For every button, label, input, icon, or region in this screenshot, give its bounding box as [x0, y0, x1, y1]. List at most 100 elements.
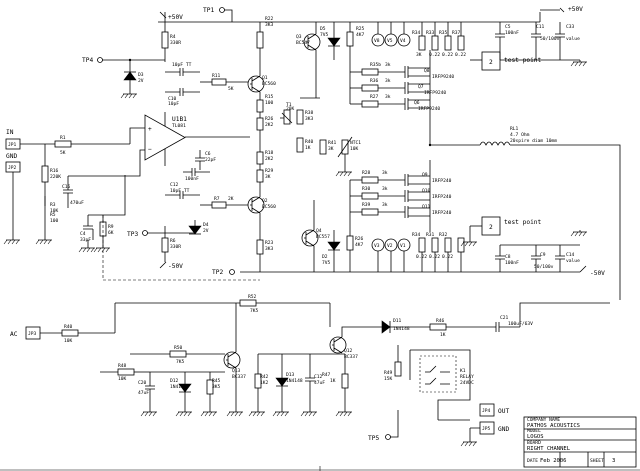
svg-text:5K: 5K: [228, 86, 234, 92]
svg-text:V8: V8: [374, 38, 380, 44]
ac-connector-jp3[interactable]: AC JP3: [10, 326, 62, 340]
svg-text:BC547: BC547: [296, 40, 310, 46]
model-name: LOGOS: [527, 434, 544, 440]
tp1[interactable]: TP1: [203, 7, 233, 22]
svg-text:3K5: 3K5: [212, 384, 221, 390]
svg-text:470uF: 470uF: [70, 200, 84, 206]
svg-text:2V: 2V: [203, 228, 209, 234]
input-connector-jp1[interactable]: IN JP1: [5, 129, 55, 150]
tp5[interactable]: TP5: [368, 410, 399, 442]
meter-probes-upper: V8 V5 V4: [371, 22, 411, 47]
svg-text:SHEET: SHEET: [590, 458, 604, 464]
svg-text:JP1: JP1: [8, 142, 17, 148]
svg-text:R1: R1: [60, 135, 66, 141]
r40-resistor: R40 1K: [296, 137, 314, 153]
svg-text:V1: V1: [400, 243, 406, 249]
svg-text:BOARD: BOARD: [527, 440, 541, 446]
out-label: OUT: [498, 408, 509, 415]
tp2-label: TP2: [212, 269, 223, 276]
svg-text:NTC1: NTC1: [350, 140, 361, 146]
svg-text:R29: R29: [265, 168, 274, 174]
tp3[interactable]: TP3: [127, 230, 195, 239]
tp2[interactable]: TP2: [212, 269, 235, 276]
svg-text:R18: R18: [265, 150, 274, 156]
svg-text:COMPANY NAME: COMPANY NAME: [527, 417, 560, 423]
svg-text:4.7 Ohm: 4.7 Ohm: [510, 132, 530, 138]
tp4[interactable]: TP4: [82, 57, 165, 64]
svg-text:2K2: 2K2: [265, 122, 274, 128]
svg-text:R11: R11: [212, 73, 221, 79]
tp3-pad: [142, 230, 148, 236]
svg-text:50/100v: 50/100v: [540, 36, 560, 42]
svg-text:R26: R26: [265, 116, 274, 122]
opamp-ref: U1B1: [172, 116, 187, 123]
svg-text:220K: 220K: [50, 174, 61, 180]
svg-text:Q2: Q2: [262, 198, 268, 204]
svg-text:V4: V4: [400, 38, 406, 44]
svg-text:C4: C4: [80, 231, 86, 237]
d4-zener: D4 2V: [188, 220, 209, 235]
svg-text:1N4148: 1N4148: [170, 384, 187, 390]
r4-resistor: R4 330R: [161, 22, 181, 62]
svg-text:test point: test point: [504, 219, 542, 226]
svg-text:3K: 3K: [265, 174, 271, 180]
svg-text:0.22: 0.22: [442, 52, 453, 58]
source-resistors-lower: R34 R31 R32 0.22 0.22 0.22: [412, 232, 465, 272]
r46-resistor: R46 1K: [429, 318, 490, 338]
svg-text:0.22: 0.22: [455, 52, 466, 58]
svg-text:R40: R40: [305, 139, 314, 145]
gnd-connector-jp2[interactable]: GND JP2: [3, 153, 21, 245]
svg-text:100nF: 100nF: [185, 176, 199, 182]
svg-text:C9: C9: [540, 252, 546, 258]
svg-text:R30: R30: [362, 186, 371, 192]
in-label: IN: [6, 129, 14, 136]
svg-text:MODEL: MODEL: [527, 428, 541, 434]
svg-text:R32: R32: [439, 232, 448, 238]
svg-text:C33: C33: [566, 24, 575, 30]
source-resistors-upper: R34 R33 R35 R37 3K 0.22 0.22 0.22: [412, 22, 466, 58]
r15-resistor: R15 100: [256, 92, 274, 113]
out-connector-jp4[interactable]: JP4 OUT: [479, 403, 509, 417]
svg-text:R22: R22: [265, 16, 274, 22]
svg-text:330R: 330R: [170, 40, 181, 46]
rail-label-plus-right: +50V: [568, 6, 583, 13]
test-point-upper[interactable]: 2 test point: [470, 51, 542, 71]
svg-text:JP4: JP4: [482, 408, 491, 414]
c7-capacitor: 100nF: [183, 168, 210, 182]
decoupling-caps-upper: C5 100nF C11 50/100v C33 value: [495, 22, 588, 67]
r9-resistor: R9 6K: [88, 175, 126, 253]
decoupling-caps-lower: C8 100nF C9 50/100v C14 value: [495, 229, 588, 272]
r1-resistor: R1 5K: [54, 127, 145, 156]
svg-text:47uF: 47uF: [138, 390, 149, 396]
test-point-lower[interactable]: 2 test point: [460, 216, 542, 247]
svg-text:R15: R15: [265, 94, 274, 100]
svg-text:D5: D5: [320, 26, 326, 32]
svg-text:C12: C12: [314, 374, 323, 380]
svg-text:C10: C10: [168, 96, 177, 102]
svg-text:3k: 3k: [385, 94, 391, 100]
mosfet-q8: Q8 IRFP9240: [395, 66, 454, 80]
gnd-connector-jp5[interactable]: JP5 GND: [460, 421, 509, 447]
svg-text:BC560: BC560: [262, 81, 276, 87]
tp5-pad: [385, 434, 391, 440]
svg-text:0.22: 0.22: [416, 254, 427, 260]
svg-text:1K: 1K: [440, 332, 446, 338]
svg-text:V3: V3: [374, 243, 380, 249]
gnd-label: GND: [6, 153, 17, 160]
svg-text:10pF TT: 10pF TT: [172, 62, 192, 68]
svg-text:10pF TT: 10pF TT: [170, 188, 190, 194]
svg-text:IRFP9240: IRFP9240: [418, 106, 440, 112]
relay-k1: K1 RELAY 24VDC: [409, 349, 474, 421]
svg-text:0.22: 0.22: [429, 52, 440, 58]
svg-text:R49: R49: [384, 370, 393, 376]
svg-text:Q3: Q3: [296, 34, 302, 40]
r18-resistor: R18 2K2: [256, 130, 274, 165]
plus-rail-top: +50V +50V: [158, 6, 583, 23]
svg-text:3k: 3k: [382, 170, 388, 176]
svg-text:20spire diam 10mm: 20spire diam 10mm: [510, 138, 557, 144]
tp4-pad: [97, 57, 103, 63]
svg-text:C21: C21: [500, 315, 509, 321]
sheet-number: 3: [612, 458, 615, 464]
svg-text:22pF: 22pF: [205, 157, 216, 163]
svg-text:BC560: BC560: [262, 204, 276, 210]
